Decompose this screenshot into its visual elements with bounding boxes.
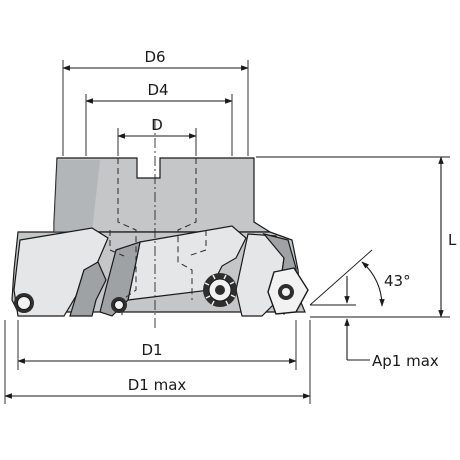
insert-left-face xyxy=(17,296,31,310)
dimension-angle: 43° xyxy=(309,249,411,307)
dimension-ap1-max: Ap1 max xyxy=(310,276,439,370)
flute-left-groove xyxy=(69,261,107,317)
angle-label: 43° xyxy=(384,272,411,290)
ap1-label: Ap1 max xyxy=(372,352,439,370)
dimension-d6: D6 xyxy=(62,48,249,156)
hidden-bore-right xyxy=(177,158,197,300)
dimension-d: D xyxy=(117,116,197,156)
cutter-hub xyxy=(53,157,273,233)
insert-c-teeth xyxy=(204,274,236,306)
angle-edge-line xyxy=(309,249,373,306)
d1max-label: D1 max xyxy=(128,376,187,394)
insert-left xyxy=(14,293,34,313)
d4-label: D4 xyxy=(147,81,168,99)
hidden-seat-right xyxy=(187,230,207,257)
insert-r-screw-head xyxy=(282,288,290,296)
cutter-body xyxy=(11,120,309,330)
d1-label: D1 xyxy=(141,341,162,359)
dimension-d1: D1 xyxy=(17,320,297,370)
l-label: L xyxy=(448,231,457,249)
dimension-d4: D4 xyxy=(85,81,233,156)
insert-c-screw xyxy=(215,285,225,295)
dimension-d1-max: D1 max xyxy=(4,320,311,404)
d-label: D xyxy=(151,116,163,134)
insert-center xyxy=(203,273,237,307)
insert-center-left xyxy=(111,297,127,313)
hub-shading xyxy=(54,160,100,232)
hidden-seat-left xyxy=(109,230,125,257)
dimension-l: L xyxy=(256,156,457,318)
insert-right xyxy=(267,267,309,315)
angle-arc xyxy=(361,261,385,307)
insert-cl-face xyxy=(114,300,124,310)
d6-label: D6 xyxy=(144,48,165,66)
